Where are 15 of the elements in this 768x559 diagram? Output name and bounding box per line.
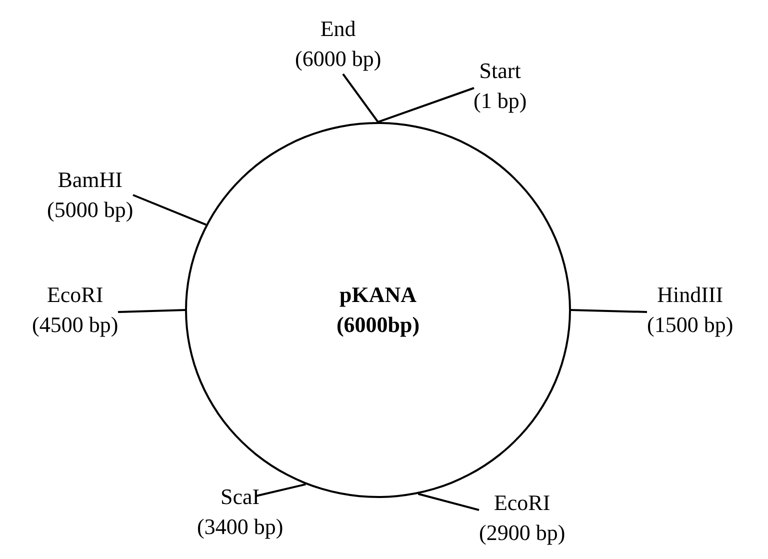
leader-line bbox=[342, 73, 379, 123]
site-label: ScaI (3400 bp) bbox=[197, 482, 284, 542]
leader-line bbox=[570, 309, 648, 313]
site-label: HindIII (1500 bp) bbox=[647, 280, 734, 340]
site-label: End (6000 bp) bbox=[295, 14, 382, 74]
site-label: EcoRI (2900 bp) bbox=[479, 488, 566, 548]
leader-line bbox=[378, 87, 474, 123]
site-label: EcoRI (4500 bp) bbox=[32, 280, 118, 340]
site-label: BamHI (5000 bp) bbox=[47, 165, 134, 225]
leader-line bbox=[118, 309, 186, 313]
leader-line bbox=[256, 483, 306, 497]
site-label: Start (1 bp) bbox=[474, 56, 527, 116]
plasmid-name: pKANA (6000bp) bbox=[335, 281, 421, 339]
leader-line bbox=[418, 492, 480, 511]
leader-line bbox=[132, 194, 206, 226]
